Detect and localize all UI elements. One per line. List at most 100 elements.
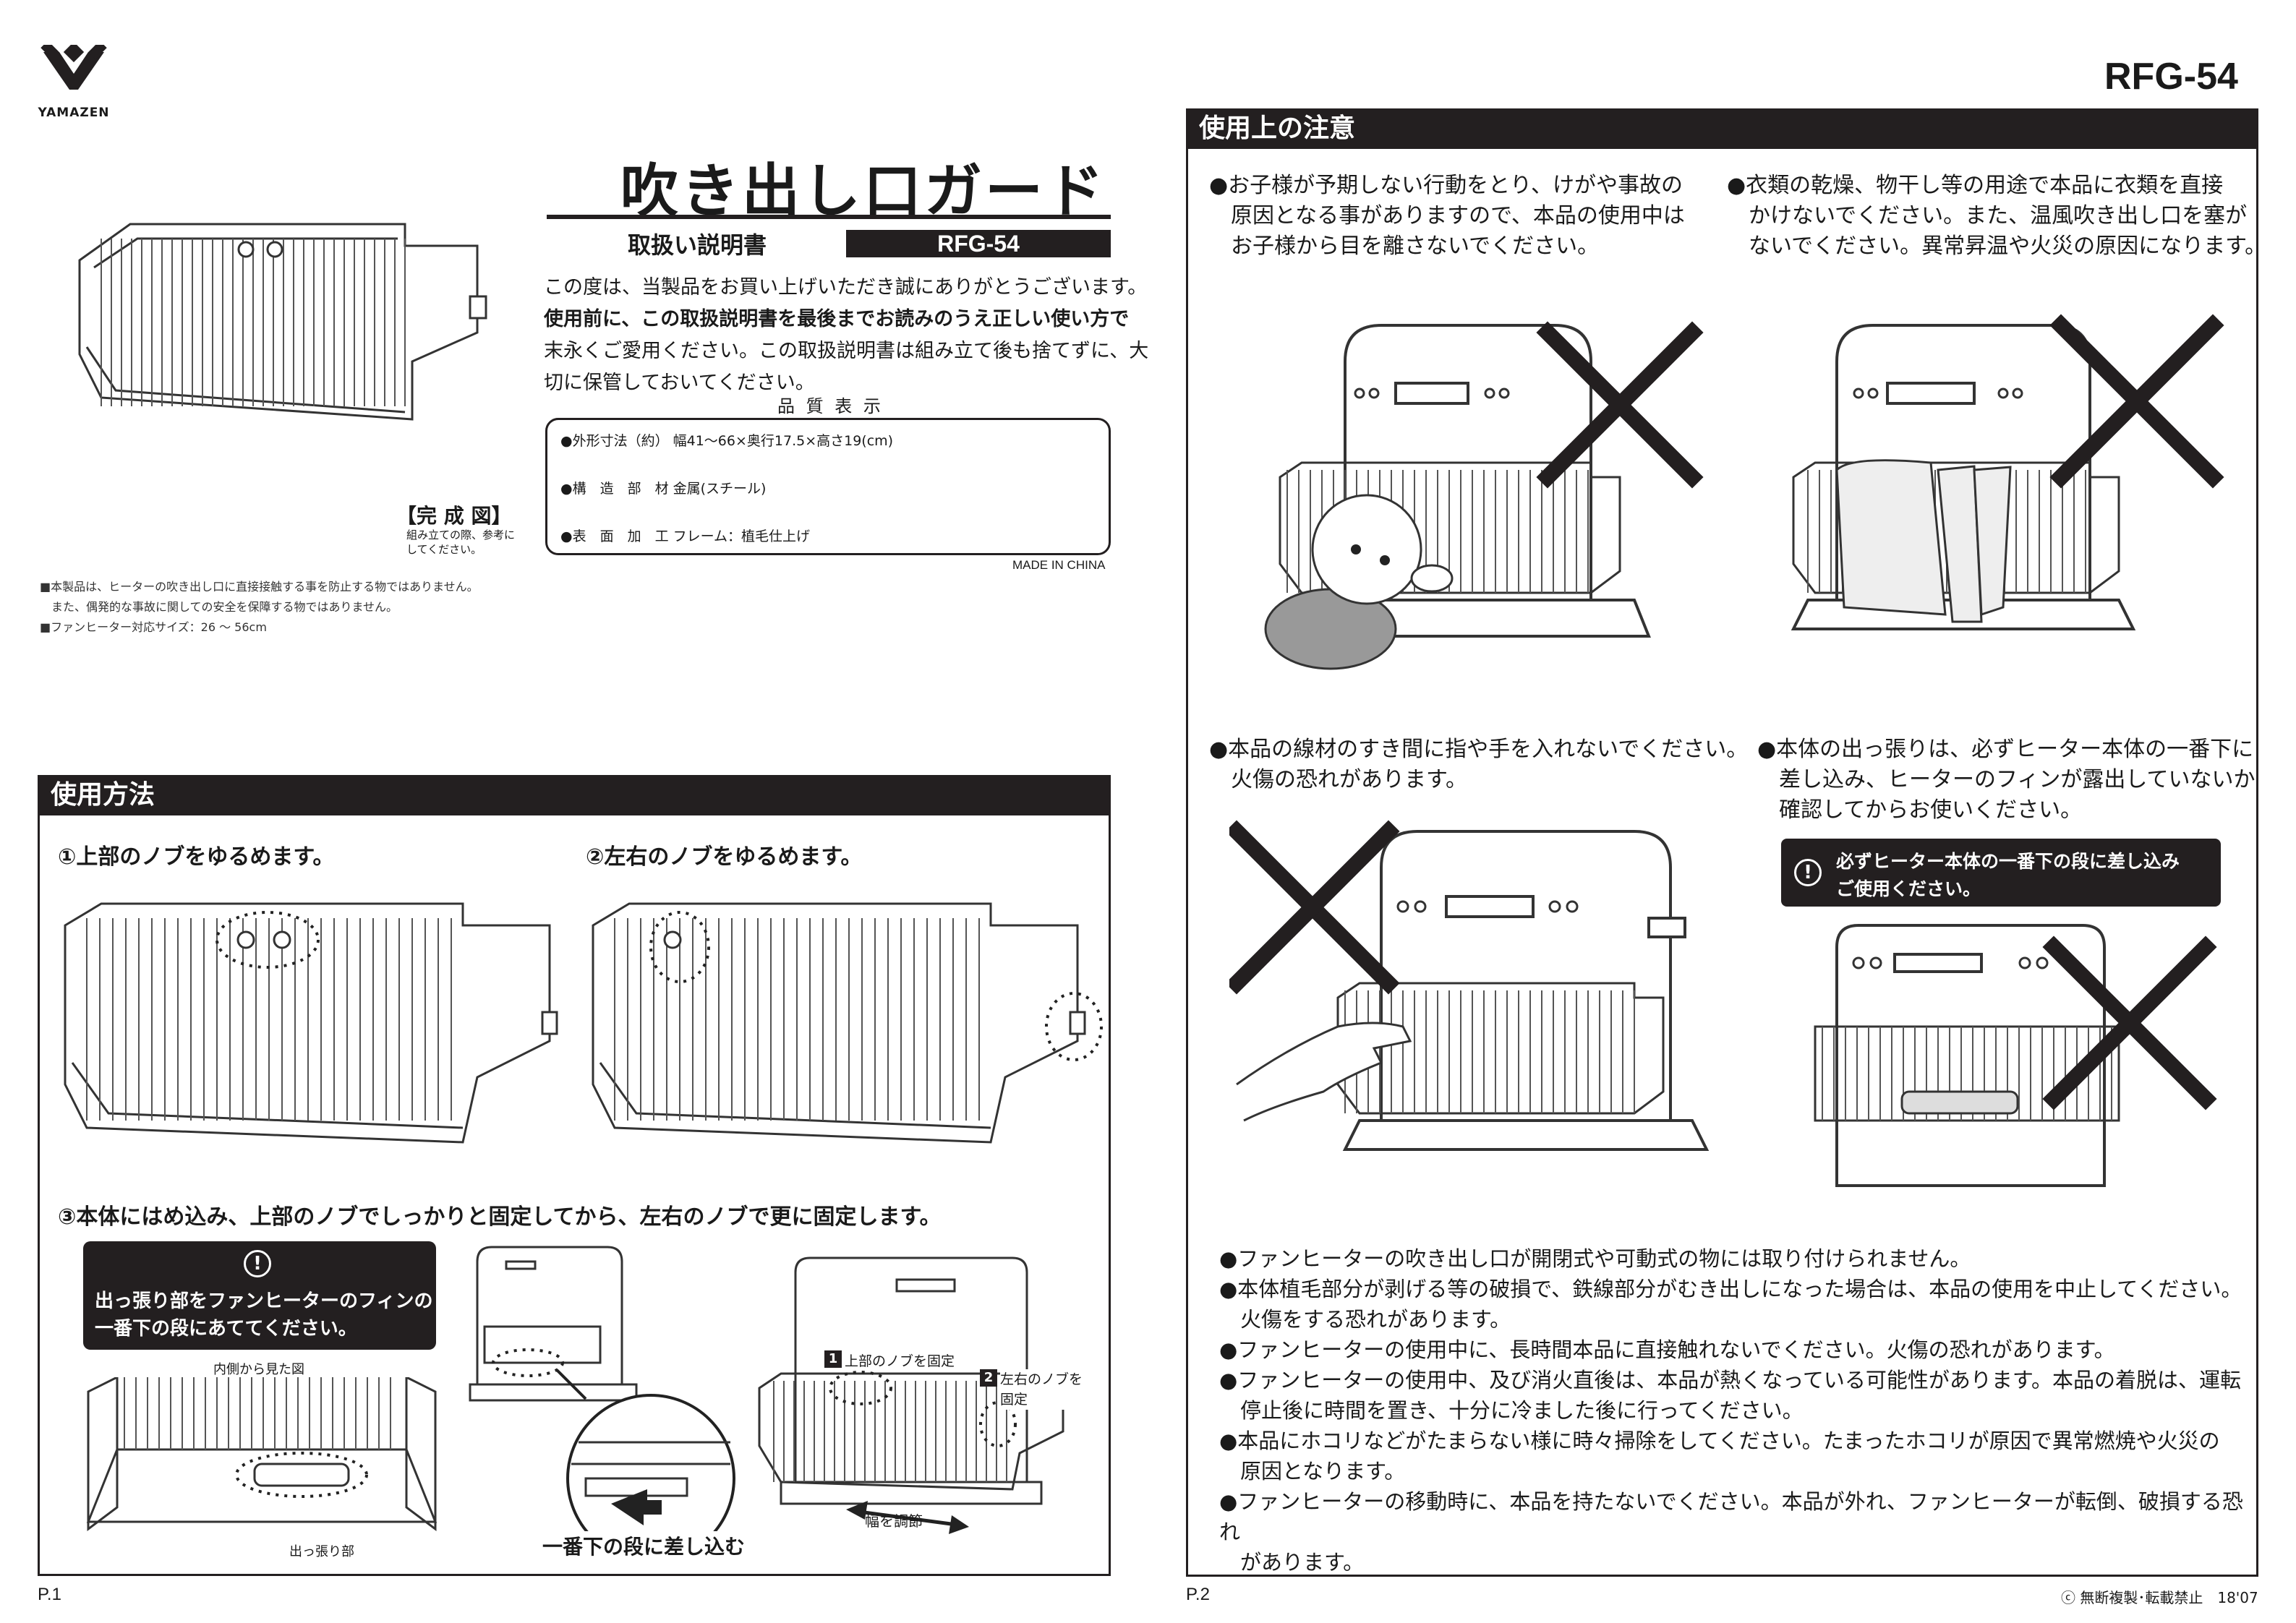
insert-warning-box: ! 必ずヒーター本体の一番下の段に差し込み ご使用ください。 xyxy=(1781,839,2221,907)
bullet-line: ●本体植毛部分が剥げる等の破損で、鉄線部分がむき出しになった場合は、本品の使用を… xyxy=(1219,1277,2242,1301)
caution-clothes: ●衣類の乾燥、物干し等の用途で本品に衣類を直接 かけないでください。また、温風吹… xyxy=(1727,171,2266,262)
brand-name: YAMAZEN xyxy=(38,106,110,120)
fixing-illustration xyxy=(752,1251,1099,1540)
fix-side-line: 左右のノブを xyxy=(1000,1371,1083,1387)
caution-protrusion: ●本体の出っ張りは、必ずヒーター本体の一番下に 差し込み、ヒーターのフィンが露出… xyxy=(1757,735,2256,826)
page-number-1: P.1 xyxy=(38,1585,61,1604)
insert-warning-line: 必ずヒーター本体の一番下の段に差し込み xyxy=(1836,851,2180,872)
inside-view-label: 内側から見た図 xyxy=(213,1362,304,1377)
step1-label: ①上部のノブをゆるめます。 xyxy=(58,844,335,870)
quality-line: ●表 面 加 工 フレーム：植毛仕上げ xyxy=(560,528,811,544)
caution-panel xyxy=(1186,149,2258,1577)
intro-text: この度は、当製品をお買い上げいただき誠にありがとうございます。 使用前に、この取… xyxy=(544,272,1148,399)
complete-diagram-note: 組み立ての際、参考に してください。 xyxy=(406,528,515,557)
clothes-heater-image xyxy=(1791,314,2224,630)
caution-line: ●本品の線材のすき間に指や手を入れないでください。 xyxy=(1209,737,1749,762)
fix-side-num: 2 xyxy=(980,1369,997,1387)
fin-exposed-image xyxy=(1814,924,2217,1187)
step1-illustration xyxy=(58,896,564,1171)
caution-line: 差し込み、ヒーターのフィンが露出していないか xyxy=(1779,767,2256,792)
caution-line: 火傷の恐れがあります。 xyxy=(1231,767,1467,792)
bullet-line: ●本品にホコリなどがたまらない様に時々掃除をしてください。たまったホコリが原因で… xyxy=(1219,1429,2220,1453)
bullet-line: ●ファンヒーターの移動時に、本品を持たないでください。本品が外れ、ファンヒーター… xyxy=(1219,1489,2243,1544)
fin-warning-line: 出っ張り部をファンヒーターのフィンの xyxy=(95,1290,433,1312)
note-line: また、偶発的な事故に関しての安全を保障する物ではありません。 xyxy=(40,600,398,614)
intro-line: 使用前に、この取扱説明書を最後までお読みのうえ正しい使い方で xyxy=(544,308,1130,330)
product-illustration xyxy=(72,217,506,434)
caution-line: 確認してからお使いください。 xyxy=(1779,797,2083,823)
page-number-2: P.2 xyxy=(1186,1585,1210,1604)
heater-insert-image xyxy=(469,1246,735,1563)
fix-side-label: 左右のノブを 固定 xyxy=(1000,1369,1083,1410)
copyright-notice: ⓒ 無断複製･転載禁止 18'07 xyxy=(2061,1589,2258,1606)
caution-line: ●衣類の乾燥、物干し等の用途で本品に衣類を直接 xyxy=(1727,173,2224,198)
yamazen-logo: YAMAZEN xyxy=(38,40,110,124)
caution-line: かけないでください。また、温風吹き出し口を塞が xyxy=(1749,203,2248,228)
adjust-width-label: 幅を調節 xyxy=(865,1512,923,1530)
step2-illustration xyxy=(586,896,1106,1171)
fix-top-label: 上部のノブを固定 xyxy=(845,1350,955,1370)
yamazen-logo-icon xyxy=(40,40,107,90)
model-number: RFG-54 xyxy=(2104,56,2238,98)
fin-exposed-illustration xyxy=(1808,918,2242,1193)
exclamation-icon: ! xyxy=(244,1250,271,1277)
fin-warning-line: 一番下の段にあててください。 xyxy=(95,1318,357,1340)
wire-guard-image xyxy=(78,223,487,421)
disclaimer-notes: ■本製品は、ヒーターの吹き出し口に直接接触する事を防止する物ではありません。 ま… xyxy=(40,577,479,638)
hand-illustration xyxy=(1225,817,1721,1164)
quality-title: 品 質 表 示 xyxy=(777,396,884,416)
fixing-image xyxy=(758,1256,1064,1534)
step2-guard-image xyxy=(592,902,1103,1144)
child-heater-image xyxy=(1264,321,1704,670)
caution-line: ●お子様が予期しない行動をとり、けがや事故の xyxy=(1209,173,1683,198)
bullet-line: があります。 xyxy=(1219,1550,1365,1575)
heater-insert-illustration xyxy=(463,1240,752,1563)
usage-header: 使用方法 xyxy=(38,775,1111,815)
bullet-line: ●ファンヒーターの吹き出し口が開閉式や可動式の物には取り付けられません。 xyxy=(1219,1246,1971,1271)
caution-header: 使用上の注意 xyxy=(1186,108,2258,149)
bullet-line: 原因となります。 xyxy=(1219,1459,1406,1483)
quality-line: ●外形寸法（約） 幅41～66×奥行17.5×高さ19(cm) xyxy=(560,433,894,449)
complete-diagram-label: 【完 成 図】 xyxy=(396,504,512,528)
caution-line: ●本体の出っ張りは、必ずヒーター本体の一番下に xyxy=(1757,737,2254,762)
caution-line: お子様から目を離さないでください。 xyxy=(1231,234,1600,259)
step3-label: ③本体にはめ込み、上部のノブでしっかりと固定してから、左右のノブで更に固定します… xyxy=(58,1204,942,1230)
protrusion-label: 出っ張り部 xyxy=(289,1544,354,1559)
child-illustration xyxy=(1229,311,1721,701)
note-line: ■ファンヒーター対応サイズ：26 ～ 56cm xyxy=(40,620,267,634)
caution-line: 原因となる事がありますので、本品の使用中は xyxy=(1231,203,1685,228)
title-rule xyxy=(547,215,1111,219)
hand-heater-image xyxy=(1225,820,1710,1151)
quality-line: ●構 造 部 材 金属(スチール) xyxy=(560,481,767,497)
complete-note-line: してください。 xyxy=(406,543,482,556)
step1-guard-image xyxy=(64,902,558,1144)
note-line: ■本製品は、ヒーターの吹き出し口に直接接触する事を防止する物ではありません。 xyxy=(40,580,479,594)
manual-label: 取扱い説明書 xyxy=(628,231,767,259)
fix-top-num: 1 xyxy=(824,1350,842,1368)
fin-warning-box: ! 出っ張り部をファンヒーターのフィンの 一番下の段にあててください。 xyxy=(83,1241,436,1350)
complete-note-line: 組み立ての際、参考に xyxy=(406,528,516,541)
made-in-label: MADE IN CHINA xyxy=(1012,558,1106,572)
exclamation-icon: ! xyxy=(1794,859,1822,886)
page-title: 吹き出し口ガード xyxy=(620,158,1106,225)
usage-panel xyxy=(38,814,1111,1576)
insert-label: 一番下の段に差し込む xyxy=(542,1531,746,1560)
caution-fingers: ●本品の線材のすき間に指や手を入れないでください。 火傷の恐れがあります。 xyxy=(1209,735,1748,795)
step2-label: ②左右のノブをゆるめます。 xyxy=(586,844,863,870)
intro-line: この度は、当製品をお買い上げいただき誠にありがとうございます。 xyxy=(544,276,1148,299)
bullet-line: 火傷をする恐れがあります。 xyxy=(1219,1307,1511,1332)
caution-line: ないでください。異常昇温や火災の原因になります。 xyxy=(1749,234,2267,259)
intro-line: 切に保管しておいてください。 xyxy=(544,372,815,394)
caution-bullets: ●ファンヒーターの吹き出し口が開閉式や可動式の物には取り付けられません。 ●本体… xyxy=(1219,1243,2246,1575)
clothes-illustration xyxy=(1786,311,2235,636)
insert-warning-line: ご使用ください。 xyxy=(1836,878,1981,899)
caution-child: ●お子様が予期しない行動をとり、けがや事故の 原因となる事がありますので、本品の… xyxy=(1209,171,1685,262)
inside-view-illustration xyxy=(81,1375,443,1536)
fix-side-line: 固定 xyxy=(1000,1392,1028,1408)
intro-line: 末永くご愛用ください。この取扱説明書は組み立て後も捨てずに、大 xyxy=(544,340,1149,362)
bullet-line: 停止後に時間を置き、十分に冷ました後に行ってください。 xyxy=(1219,1398,1804,1423)
bullet-line: ●ファンヒーターの使用中に、長時間本品に直接触れないでください。火傷の恐れがあり… xyxy=(1219,1337,2115,1362)
quality-box: ●外形寸法（約） 幅41～66×奥行17.5×高さ19(cm) ●構 造 部 材… xyxy=(545,418,1111,555)
bullet-line: ●ファンヒーターの使用中、及び消火直後は、本品が熱くなっている可能性があります。… xyxy=(1219,1368,2241,1392)
model-box: RFG-54 xyxy=(846,230,1111,257)
